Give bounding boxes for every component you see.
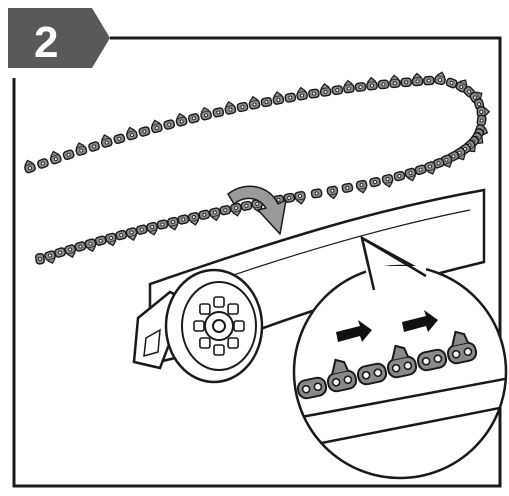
chain-link	[389, 75, 400, 88]
chain-link	[188, 212, 200, 226]
chain-link	[157, 219, 169, 229]
chain-link	[63, 149, 75, 160]
chain-link	[209, 208, 221, 222]
chain-link	[146, 222, 159, 236]
chain-link	[74, 141, 87, 155]
chain-link	[74, 241, 86, 251]
chain-link	[95, 235, 107, 245]
chain-link	[294, 191, 306, 205]
chain-link	[424, 76, 434, 85]
chain-link	[296, 87, 308, 100]
chain-link	[224, 101, 236, 115]
chain-link	[248, 96, 260, 110]
sprocket-gear	[194, 297, 244, 355]
chain-link	[167, 217, 180, 231]
chain-link	[308, 89, 319, 98]
chain-link	[230, 203, 242, 217]
chain-link	[199, 210, 211, 220]
chain-link	[241, 201, 252, 211]
chain-link	[355, 82, 366, 91]
chain-link	[415, 164, 427, 175]
chain-link	[23, 159, 36, 174]
chain-link	[342, 183, 353, 193]
chain-link	[394, 171, 406, 181]
chain-link	[220, 205, 231, 215]
sprocket-axle	[213, 320, 225, 332]
sprocket-tooth	[214, 297, 224, 307]
sprocket-tooth	[228, 338, 238, 348]
sprocket-tooth	[200, 304, 210, 314]
chain-link	[188, 113, 200, 123]
chain-link	[35, 253, 44, 264]
chain-link	[369, 177, 380, 187]
chain-link	[178, 214, 190, 224]
chain-link	[199, 106, 211, 120]
chain-link	[175, 112, 188, 126]
chain-link	[261, 97, 272, 107]
sprocket-tooth	[234, 321, 244, 331]
chain-link	[213, 107, 225, 117]
chain-link	[105, 233, 118, 247]
step-number: 2	[34, 18, 58, 67]
chain-link	[434, 71, 447, 85]
chain-link	[327, 186, 339, 200]
chain-link	[115, 230, 127, 240]
chain-link	[378, 80, 389, 89]
sprocket-tooth	[194, 321, 204, 331]
chain-link	[113, 134, 125, 144]
chain-link	[272, 91, 284, 105]
chain-link	[311, 189, 322, 198]
chain-link	[150, 119, 163, 133]
chain-link	[412, 73, 423, 86]
chain-link	[88, 141, 100, 152]
chain-link	[100, 133, 113, 147]
chain-link	[343, 80, 354, 93]
chain-link	[356, 180, 368, 194]
chain-link	[237, 102, 248, 112]
chain-link	[319, 83, 331, 96]
chain-link	[332, 85, 343, 94]
chain-link	[285, 93, 296, 103]
step-number-badge: 2	[8, 8, 110, 68]
chain-link	[401, 78, 412, 87]
chain-link	[382, 174, 394, 188]
chain-link	[139, 126, 151, 136]
sprocket-tooth	[200, 338, 210, 348]
sprocket-tooth	[228, 304, 238, 314]
chain-link	[136, 225, 148, 235]
chain-link	[366, 77, 377, 90]
chain-link	[49, 150, 62, 165]
chain-link	[37, 158, 49, 169]
chain-link	[126, 227, 139, 241]
sprocket-tooth	[214, 345, 224, 355]
chain-link	[163, 119, 175, 129]
chain-link	[125, 126, 138, 140]
